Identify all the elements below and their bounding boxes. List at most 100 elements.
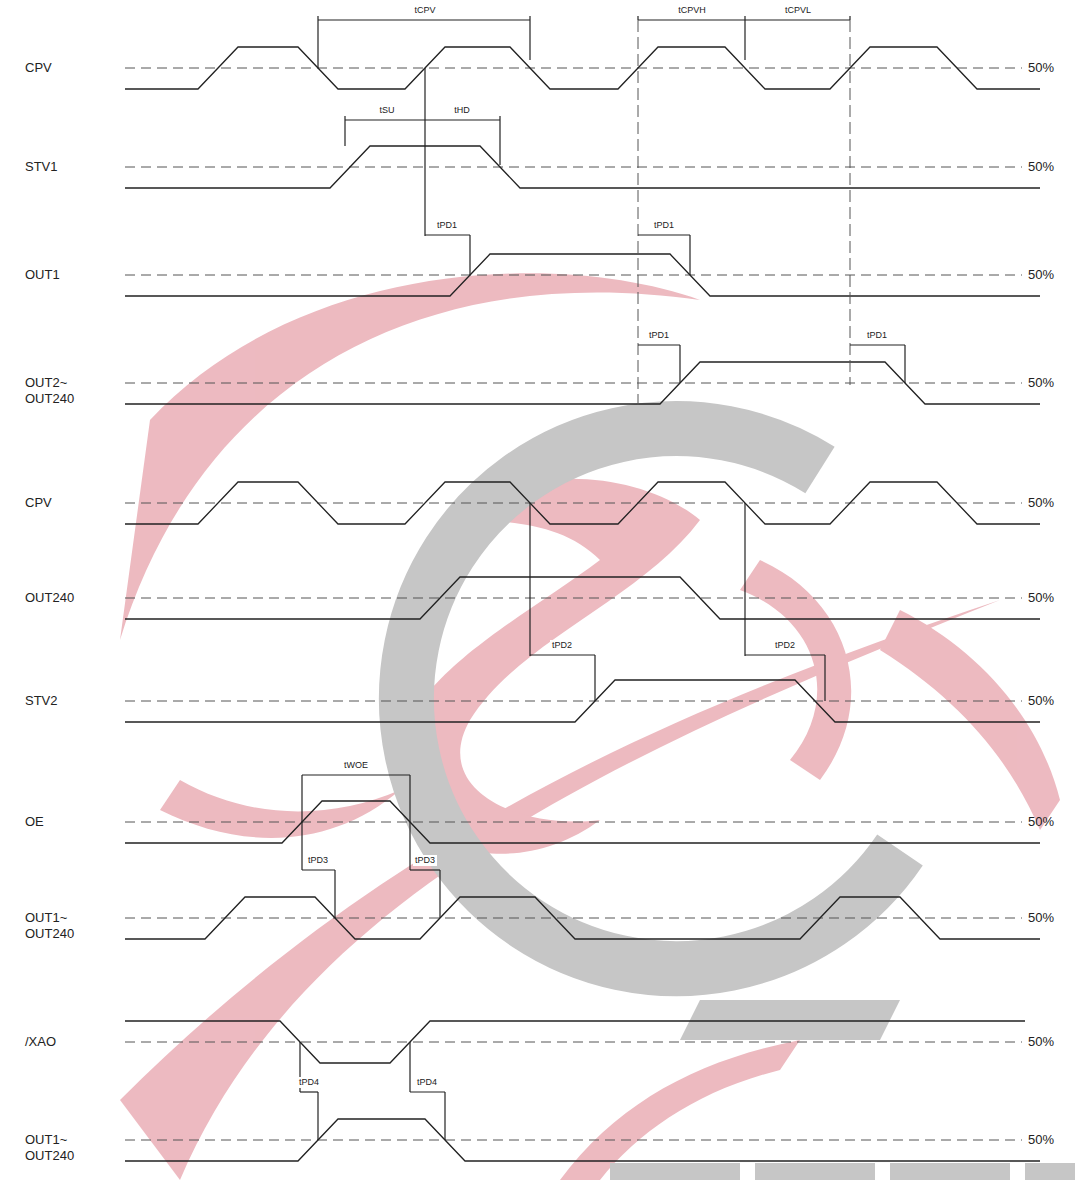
threshold-label: 50%: [1028, 590, 1054, 606]
timing-line: [444, 1092, 445, 1140]
threshold-label: 50%: [1028, 159, 1054, 175]
threshold-50-line: [125, 167, 1022, 168]
signal-waveform: [125, 680, 1040, 722]
signal-name: /XAO: [25, 1034, 56, 1050]
dashed-guide: [638, 20, 639, 405]
timing-line: [301, 775, 302, 822]
signal-waveform: [125, 482, 1040, 524]
threshold-50-line: [125, 68, 1022, 69]
timing-line: [345, 119, 500, 120]
signal-name: OUT1: [25, 267, 60, 283]
timing-line: [424, 68, 425, 236]
signal-name: OUT2~ OUT240: [25, 375, 81, 407]
timing-line: [744, 16, 745, 60]
timing-line: [302, 774, 410, 775]
timing-parameter: tPD1: [865, 330, 889, 341]
signal-waveform: [125, 577, 1040, 619]
timing-parameter: tPD4: [415, 1077, 439, 1088]
timing-parameter: tCPVL: [783, 5, 813, 16]
timing-line: [689, 235, 690, 275]
timing-line: [334, 870, 335, 918]
threshold-label: 50%: [1028, 267, 1054, 283]
threshold-label: 50%: [1028, 1034, 1054, 1050]
signal-name: STV2: [25, 693, 58, 709]
signal-waveform: [125, 254, 1040, 296]
timing-line: [301, 822, 302, 870]
timing-line: [409, 775, 410, 822]
timing-parameter: tPD1: [647, 330, 671, 341]
timing-parameter: tPD1: [435, 220, 459, 231]
timing-parameter: tCPVH: [676, 5, 708, 16]
timing-line: [439, 870, 440, 918]
timing-line: [745, 654, 825, 655]
timing-parameter: tCPV: [412, 5, 437, 16]
timing-line: [302, 869, 335, 870]
timing-line: [679, 345, 680, 383]
threshold-50-line: [125, 383, 1022, 384]
threshold-50-line: [125, 701, 1022, 702]
signal-waveform: [125, 146, 1040, 188]
threshold-50-line: [125, 503, 1022, 504]
signal-waveform: [125, 801, 1040, 843]
signal-name: OUT1~ OUT240: [25, 910, 81, 942]
timing-line: [317, 16, 318, 68]
timing-parameter: tWOE: [342, 760, 370, 771]
timing-line: [904, 345, 905, 383]
threshold-label: 50%: [1028, 60, 1054, 76]
timing-parameter: tHD: [452, 105, 472, 116]
timing-parameter: tPD1: [652, 220, 676, 231]
signal-waveform: [125, 47, 1040, 89]
timing-line: [317, 1092, 318, 1140]
timing-line: [409, 822, 410, 870]
timing-line: [744, 503, 745, 656]
threshold-50-line: [125, 275, 1022, 276]
timing-line: [318, 19, 530, 20]
threshold-label: 50%: [1028, 1132, 1054, 1148]
timing-line: [638, 19, 850, 20]
timing-line: [850, 344, 905, 345]
signal-waveform: [125, 1021, 1025, 1063]
signal-waveform: [125, 362, 1040, 404]
timing-line: [469, 235, 470, 275]
timing-line: [594, 655, 595, 701]
timing-line: [529, 16, 530, 60]
threshold-label: 50%: [1028, 814, 1054, 830]
signal-waveform: [125, 1119, 1040, 1161]
signal-name: OE: [25, 814, 44, 830]
timing-parameter: tSU: [377, 105, 396, 116]
timing-line: [638, 234, 690, 235]
timing-parameter: tPD4: [297, 1077, 321, 1088]
timing-line: [530, 654, 595, 655]
threshold-label: 50%: [1028, 375, 1054, 391]
timing-parameter: tPD2: [773, 640, 797, 651]
timing-line: [638, 344, 680, 345]
dashed-guide: [850, 20, 851, 385]
threshold-label: 50%: [1028, 495, 1054, 511]
timing-parameter: tPD3: [413, 855, 437, 866]
timing-parameter: tPD3: [306, 855, 330, 866]
threshold-50-line: [125, 918, 1022, 919]
timing-line: [499, 116, 500, 165]
signal-name: OUT1~ OUT240: [25, 1132, 81, 1164]
threshold-50-line: [125, 1042, 1022, 1043]
signal-name: CPV: [25, 60, 52, 76]
timing-line: [410, 869, 440, 870]
threshold-50-line: [125, 1140, 1022, 1141]
timing-parameter: tPD2: [550, 640, 574, 651]
timing-line: [409, 1042, 410, 1092]
signal-waveform: [125, 897, 1040, 939]
threshold-label: 50%: [1028, 693, 1054, 709]
timing-line: [300, 1091, 318, 1092]
threshold-50-line: [125, 598, 1022, 599]
threshold-50-line: [125, 822, 1022, 823]
signal-name: STV1: [25, 159, 58, 175]
signal-name: CPV: [25, 495, 52, 511]
signal-name: OUT240: [25, 590, 74, 606]
threshold-label: 50%: [1028, 910, 1054, 926]
timing-line: [824, 655, 825, 701]
timing-line: [410, 1091, 445, 1092]
timing-line: [425, 234, 470, 235]
